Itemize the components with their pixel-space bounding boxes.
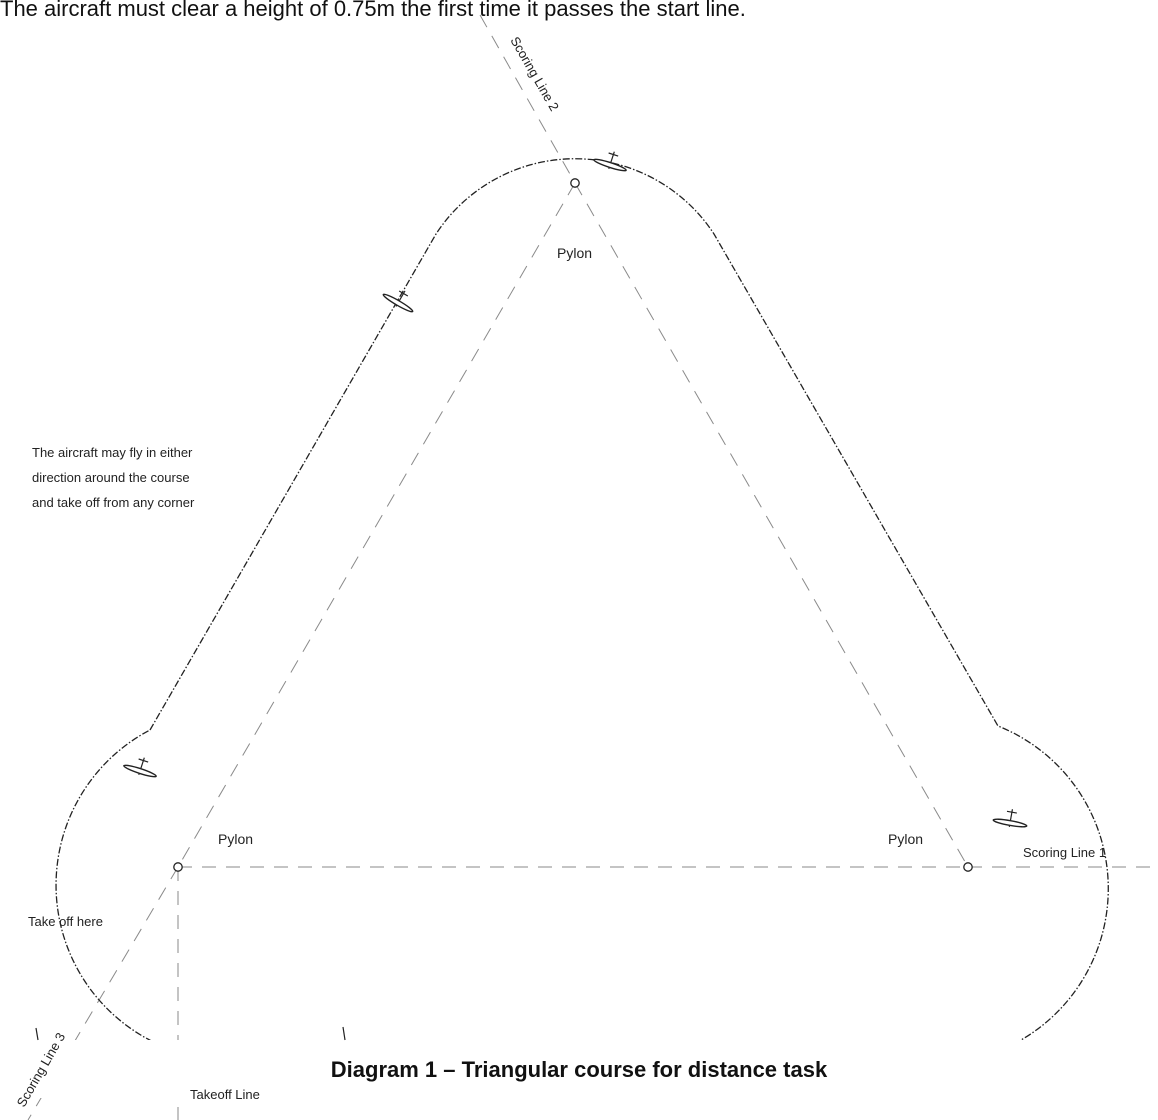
pylon-icon [570,178,580,188]
aircraft-icon [123,757,157,778]
pylons [173,178,973,872]
note-line: The aircraft may fly in either [32,445,193,460]
aircraft-icon [35,1027,39,1041]
pylon-icon [963,862,973,872]
takeoff-line-label: Takeoff Line [190,1087,260,1102]
diagram-caption: Diagram 1 – Triangular course for distan… [330,1057,828,1082]
triangle-side-top-left [177,182,576,868]
flight-track [55,158,1109,1065]
pylon-label-left: Pylon [218,831,253,847]
take-off-here-label: Take off here [28,914,103,929]
guide-lines [27,14,1158,1120]
scoring-line-2-label: Scoring Line 2 [507,34,562,113]
aircraft-icon [992,809,1028,828]
pylon-icon [173,862,183,872]
note-line: and take off from any corner [32,495,195,510]
aircraft-icon [593,151,627,172]
note-line: direction around the course [32,470,190,485]
triangle-side-top-right [574,182,969,868]
aircraft-icon [342,1026,346,1041]
scoring-line-1-label: Scoring Line 1 [1023,845,1106,860]
aircraft-icon [382,290,414,313]
caption-band [0,1040,1158,1098]
intro-text: The aircraft must clear a height of 0.75… [0,0,746,21]
pylon-label-right: Pylon [888,831,923,847]
pylon-label-top: Pylon [557,245,592,261]
direction-note: The aircraft may fly in either direction… [32,445,195,510]
scoring-line-2 [479,14,576,184]
